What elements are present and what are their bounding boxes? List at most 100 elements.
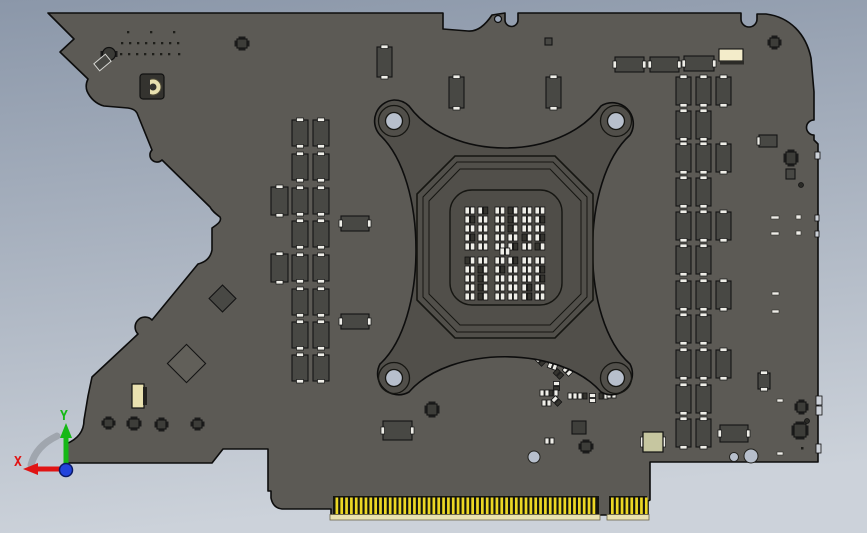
via-dot xyxy=(120,53,123,56)
capacitor[interactable] xyxy=(380,420,415,441)
capacitor[interactable] xyxy=(545,74,562,111)
chip[interactable] xyxy=(785,168,796,180)
capacitor[interactable] xyxy=(270,251,289,285)
ic-chip[interactable] xyxy=(783,149,799,167)
ic-chip[interactable] xyxy=(101,416,116,430)
capacitor[interactable] xyxy=(695,416,712,450)
inductor[interactable] xyxy=(718,48,744,65)
ic-chip[interactable] xyxy=(234,36,250,51)
ic-chip[interactable] xyxy=(791,421,809,440)
capacitor[interactable] xyxy=(448,74,465,111)
via-dot xyxy=(160,53,163,56)
capacitor[interactable] xyxy=(675,74,692,108)
capacitor[interactable] xyxy=(291,151,309,183)
component[interactable] xyxy=(756,134,778,148)
capacitor[interactable] xyxy=(715,141,732,175)
passive-chip[interactable] xyxy=(553,381,560,391)
capacitor[interactable] xyxy=(717,424,751,443)
capacitor[interactable] xyxy=(695,312,712,346)
capacitor[interactable] xyxy=(695,209,712,243)
chip[interactable] xyxy=(166,343,207,384)
rotated-chip[interactable] xyxy=(93,53,112,72)
chip[interactable] xyxy=(571,420,587,435)
ic-chip[interactable] xyxy=(794,399,809,415)
board-edge-tab xyxy=(814,230,820,238)
ic-chip[interactable] xyxy=(190,417,205,431)
capacitor[interactable] xyxy=(757,370,771,392)
solder-pad xyxy=(771,291,780,296)
capacitor[interactable] xyxy=(291,185,309,217)
capacitor[interactable] xyxy=(675,382,692,416)
solder-pad xyxy=(771,309,780,314)
passive-chip[interactable] xyxy=(550,395,563,407)
capacitor[interactable] xyxy=(675,347,692,381)
capacitor[interactable] xyxy=(675,278,692,312)
capacitor[interactable] xyxy=(270,184,289,218)
passive-chip[interactable] xyxy=(548,389,559,397)
capacitor[interactable] xyxy=(715,347,732,381)
ic-chip[interactable] xyxy=(154,417,169,432)
capacitor[interactable] xyxy=(291,252,309,284)
capacitor[interactable] xyxy=(695,141,712,175)
chip[interactable] xyxy=(208,284,237,313)
capacitor[interactable] xyxy=(312,218,330,250)
chip[interactable] xyxy=(544,37,553,46)
passive-chip[interactable] xyxy=(567,392,578,400)
ic-chip[interactable] xyxy=(424,401,440,418)
capacitor[interactable] xyxy=(291,117,309,149)
capacitor[interactable] xyxy=(338,313,372,330)
smd-components-layer[interactable] xyxy=(93,31,823,464)
ic-chip[interactable] xyxy=(578,439,594,454)
capacitor[interactable] xyxy=(675,175,692,209)
capacitor[interactable] xyxy=(312,286,330,318)
capacitor[interactable] xyxy=(695,108,712,142)
capacitor[interactable] xyxy=(715,209,732,243)
passive-chip[interactable] xyxy=(577,392,588,400)
pcie-edge-connector[interactable] xyxy=(329,496,650,521)
capacitor[interactable] xyxy=(681,55,717,72)
capacitor[interactable] xyxy=(312,319,330,351)
passive-chip[interactable] xyxy=(544,437,555,445)
passive-chip[interactable] xyxy=(589,393,596,403)
capacitor[interactable] xyxy=(695,175,712,209)
capacitor[interactable] xyxy=(695,278,712,312)
capacitor[interactable] xyxy=(695,74,712,108)
capacitor[interactable] xyxy=(675,416,692,450)
capacitor[interactable] xyxy=(675,209,692,243)
capacitor[interactable] xyxy=(312,151,330,183)
passive-chip[interactable] xyxy=(541,399,552,407)
capacitor[interactable] xyxy=(291,319,309,351)
khaki-component[interactable] xyxy=(640,431,666,453)
ic-chip[interactable] xyxy=(126,416,142,431)
capacitor[interactable] xyxy=(376,44,393,80)
capacitor[interactable] xyxy=(675,108,692,142)
via-dot xyxy=(173,31,176,34)
via-dot xyxy=(137,42,140,45)
capacitor[interactable] xyxy=(715,278,732,312)
ic-chip[interactable] xyxy=(767,35,782,50)
capacitor[interactable] xyxy=(312,252,330,284)
capacitor[interactable] xyxy=(291,286,309,318)
capacitor[interactable] xyxy=(695,382,712,416)
capacitor[interactable] xyxy=(647,56,682,73)
capacitor[interactable] xyxy=(612,56,647,73)
via-dot xyxy=(168,53,171,56)
capacitor[interactable] xyxy=(291,352,309,384)
capacitor[interactable] xyxy=(715,74,732,108)
capacitor[interactable] xyxy=(675,141,692,175)
edge-connector-small[interactable] xyxy=(131,383,147,409)
capacitor[interactable] xyxy=(312,352,330,384)
capacitor[interactable] xyxy=(675,312,692,346)
capacitor[interactable] xyxy=(695,243,712,277)
capacitor[interactable] xyxy=(312,185,330,217)
solder-pad xyxy=(795,230,802,236)
through-hole-connector[interactable] xyxy=(139,73,165,100)
capacitor[interactable] xyxy=(312,117,330,149)
capacitor[interactable] xyxy=(695,347,712,381)
capacitor[interactable] xyxy=(338,215,372,232)
capacitor[interactable] xyxy=(675,243,692,277)
passive-chip[interactable] xyxy=(552,368,565,380)
capacitor[interactable] xyxy=(291,218,309,250)
